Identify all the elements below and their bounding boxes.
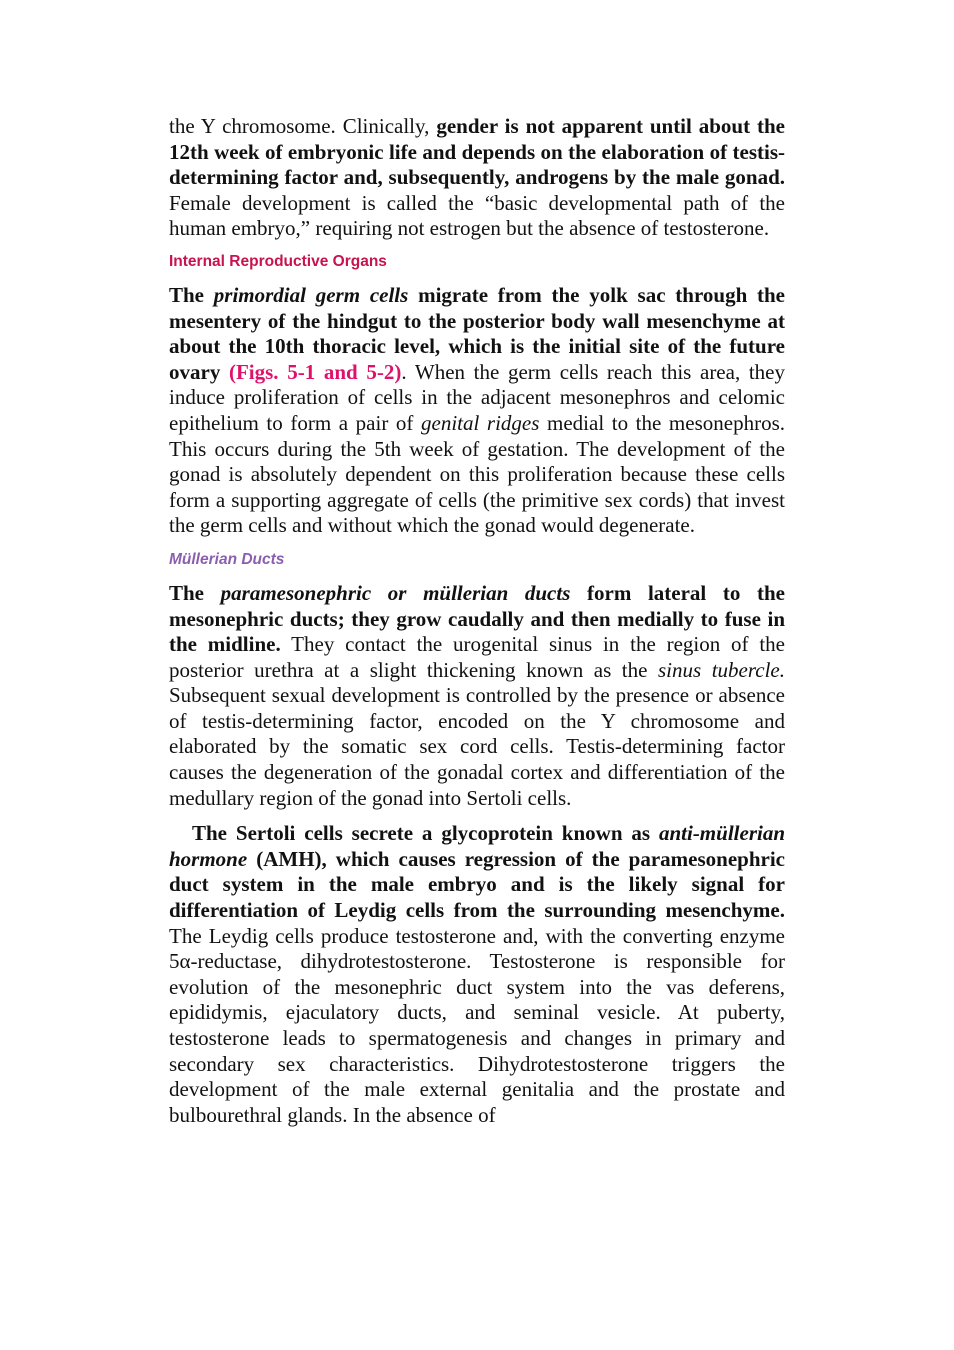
paragraph-sertoli-cells: The Sertoli cells secrete a glycoprotein… (169, 821, 785, 1128)
bold-run: migrate from the yolk sac through the me… (169, 282, 786, 384)
bold-run: The (169, 580, 221, 605)
section-heading-internal-reproductive-organs: Internal Reproductive Organs (169, 252, 387, 270)
paragraph-paramesonephric-ducts: The paramesonephric or müllerian ducts f… (169, 581, 785, 811)
text-run: . When the germ cells reach this area, t… (169, 359, 786, 435)
bold-italic-term: paramesonephric or müllerian ducts (220, 580, 571, 605)
text-run: Female development is called the “basic … (169, 190, 785, 241)
subsection-heading-mullerian-ducts: Müllerian Ducts (169, 550, 285, 568)
text-run: medial to the mesonephros. This occurs d… (169, 410, 785, 538)
text-run: Subsequent sexual development is control… (169, 683, 785, 810)
page-body: the Y chromosome. Clinically, gender is … (169, 114, 785, 1128)
paragraph-primordial-germ-cells: The primordial germ cells migrate from t… (169, 283, 785, 539)
paragraph-spacer (169, 811, 785, 821)
bold-run: The Sertoli cells secrete a glycoprotein… (192, 821, 659, 846)
bold-run: form lateral to the mesonephric ducts; t… (169, 580, 785, 657)
bold-run: (AMH), which causes regression of the pa… (169, 846, 785, 923)
figure-reference-link[interactable]: (Figs. 5-1 and 5-2) (228, 359, 402, 384)
text-run: They contact the urogenital sinus in the… (169, 632, 785, 682)
paragraph-gender-development: the Y chromosome. Clinically, gender is … (169, 114, 785, 242)
bold-italic-term: anti-müllerian hormone (169, 821, 785, 871)
italic-term: genital ridges (421, 410, 540, 435)
bold-run: gender is not apparent until about the 1… (169, 114, 786, 190)
text-run: the Y chromosome. Clinically, (169, 114, 437, 138)
italic-term: sinus tubercle. (658, 657, 785, 682)
text-run: The Leydig cells produce testosterone an… (169, 923, 785, 1127)
bold-run: The (169, 282, 214, 307)
bold-italic-term: primordial germ cells (213, 282, 409, 307)
